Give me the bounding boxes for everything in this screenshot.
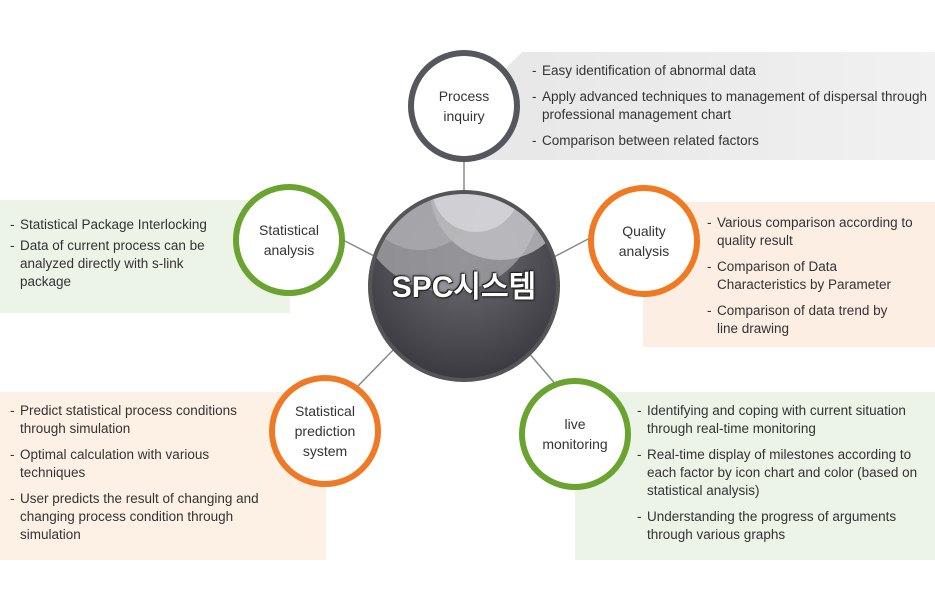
node-label: analysis: [263, 242, 315, 258]
connector-line: [527, 351, 558, 387]
live-monitoring-item: Identifying and coping with current situ…: [637, 402, 927, 438]
node-label: monitoring: [542, 436, 608, 452]
statistical-analysis-item: Data of current process can be analyzed …: [10, 237, 280, 291]
connector-line: [551, 237, 591, 259]
process-inquiry-node: Process inquiry: [408, 50, 520, 162]
node-label: prediction: [294, 423, 356, 439]
quality-analysis-item: Various comparison according to quality …: [707, 214, 927, 250]
statistical-prediction-item: User predicts the result of changing and…: [10, 490, 316, 544]
node-label: inquiry: [443, 108, 485, 124]
statistical-analysis-item: Statistical Package Interlocking: [10, 216, 280, 234]
quality-analysis-item: Comparison of data trend by line drawing: [707, 302, 927, 338]
statistical-prediction-node: Statistical prediction system: [269, 375, 381, 487]
statistical-prediction-item: Optimal calculation with various techniq…: [10, 446, 316, 482]
node-label: analysis: [618, 243, 670, 259]
live-monitoring-node: live monitoring: [519, 378, 631, 490]
process-inquiry-item: Apply advanced techniques to management …: [532, 88, 927, 124]
process-inquiry-panel: Easy identification of abnormal data App…: [462, 52, 935, 160]
node-label: Quality: [622, 223, 666, 239]
node-label: Statistical: [259, 222, 319, 238]
center-title: SPC시스템: [391, 271, 537, 304]
live-monitoring-panel: Identifying and coping with current situ…: [575, 392, 935, 560]
statistical-prediction-item: Predict statistical process conditions t…: [10, 402, 316, 438]
node-label: Statistical: [295, 403, 355, 419]
node-label: Process: [438, 88, 490, 104]
quality-analysis-node: Quality analysis: [588, 185, 700, 297]
node-label: live: [564, 416, 586, 432]
process-inquiry-item: Easy identification of abnormal data: [532, 62, 927, 80]
process-inquiry-item: Comparison between related factors: [532, 132, 927, 150]
node-label: system: [302, 443, 348, 459]
connector-line: [357, 344, 399, 387]
connector-line: [342, 239, 379, 259]
statistical-analysis-node: Statistical analysis: [233, 184, 345, 296]
quality-analysis-item: Comparison of Data Characteristics by Pa…: [707, 258, 927, 294]
center-sphere: [368, 190, 560, 382]
live-monitoring-item: Understanding the progress of arguments …: [637, 508, 927, 544]
live-monitoring-item: Real-time display of milestones accordin…: [637, 446, 927, 500]
